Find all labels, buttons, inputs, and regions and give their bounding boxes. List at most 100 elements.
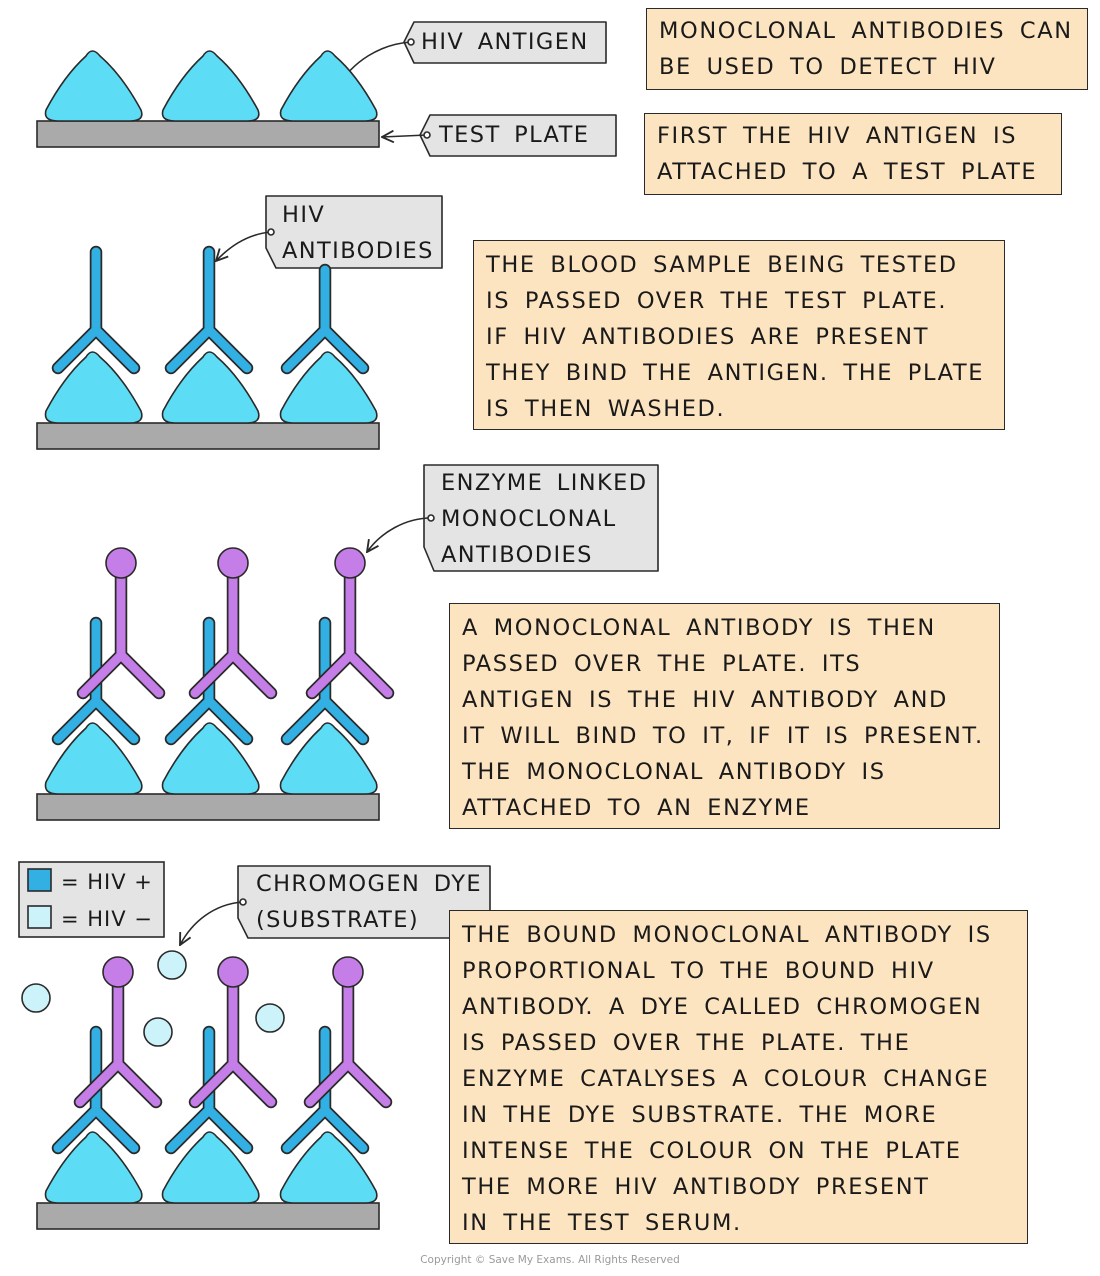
antigen <box>44 722 143 795</box>
enzyme-linked-label: ENZYME LINKED MONOCLONAL ANTIBODIES <box>441 465 648 573</box>
antigen <box>44 351 143 424</box>
antigen <box>279 50 378 122</box>
step-4-line: ANTIBODY. A DYE CALLED CHROMOGEN <box>462 994 983 1020</box>
step-4-line: ENZYME CATALYSES A COLOUR CHANGE <box>462 1066 990 1092</box>
dye-molecule <box>143 1017 173 1047</box>
copyright-notice: Copyright © Save My Exams. All Rights Re… <box>420 1254 680 1266</box>
step-4-line: IN THE DYE SUBSTRATE. THE MORE <box>462 1102 938 1128</box>
dye-molecule <box>157 950 187 980</box>
step-2-line: THEY BIND THE ANTIGEN. THE PLATE <box>486 360 985 386</box>
hiv-antibody <box>164 245 254 375</box>
step-3-line: ATTACHED TO AN ENZYME <box>462 795 811 821</box>
legend-swatch-negative <box>27 905 52 929</box>
enzyme <box>102 956 134 988</box>
monoclonal-antibody <box>305 547 395 700</box>
chromogen-dye-label-line: (SUBSTRATE) <box>256 907 420 933</box>
chromogen-dye-label-line: CHROMOGEN DYE <box>256 871 482 897</box>
enzyme-linked-leader <box>367 517 432 552</box>
step-1-line: ATTACHED TO A TEST PLATE <box>657 159 1038 185</box>
step-2-line: IF HIV ANTIBODIES ARE PRESENT <box>486 324 930 350</box>
chromogen-dye-label: CHROMOGEN DYE (SUBSTRATE) <box>256 866 482 938</box>
legend-positive-label: = HIV + <box>61 870 153 894</box>
enzyme <box>332 956 364 988</box>
enzyme <box>217 547 249 579</box>
hiv-antibody <box>164 616 254 746</box>
antigen <box>279 351 378 424</box>
test-plate <box>36 793 380 821</box>
hiv-antibody <box>164 1025 254 1155</box>
chromogen-dye-leader-dot <box>239 898 247 906</box>
monoclonal-antibody <box>303 956 393 1109</box>
hiv-antibody <box>280 1025 370 1155</box>
step-3-box: A MONOCLONAL ANTIBODY IS THEN PASSED OVE… <box>449 603 1000 829</box>
stage-1-antigen <box>36 50 380 148</box>
antigen <box>161 1131 260 1204</box>
step-4-line: THE BOUND MONOCLONAL ANTIBODY IS <box>462 922 992 948</box>
antigen <box>44 1131 143 1204</box>
chromogen-dye-leader <box>180 901 244 945</box>
dye-molecule <box>255 1003 285 1033</box>
hiv-antigen-leader-dot <box>407 38 415 46</box>
test-plate-leader-dot <box>423 131 431 139</box>
test-plate <box>36 1202 380 1230</box>
enzyme-linked-leader-dot <box>427 514 435 522</box>
legend-negative-label: = HIV − <box>61 907 153 931</box>
test-plate <box>36 422 380 450</box>
monoclonal-antibody <box>73 956 163 1109</box>
step-4-line: PROPORTIONAL TO THE BOUND HIV <box>462 958 935 984</box>
hiv-antigen-tag <box>403 21 607 64</box>
enzyme <box>217 956 249 988</box>
legend-swatch-positive <box>27 868 52 892</box>
step-2-line: THE BLOOD SAMPLE BEING TESTED <box>486 252 958 278</box>
step-4-line: THE MORE HIV ANTIBODY PRESENT <box>462 1174 930 1200</box>
step-2-line: IS PASSED OVER THE TEST PLATE. <box>486 288 948 314</box>
step-3-line: PASSED OVER THE PLATE. ITS <box>462 651 862 677</box>
antigen <box>44 50 143 122</box>
antigen <box>161 50 260 122</box>
step-3-line: THE MONOCLONAL ANTIBODY IS <box>462 759 886 785</box>
test-plate-leader <box>382 135 428 137</box>
step-3-line: A MONOCLONAL ANTIBODY IS THEN <box>462 615 936 641</box>
step-4-line: IN THE TEST SERUM. <box>462 1210 742 1236</box>
test-plate-label: TEST PLATE <box>439 122 590 148</box>
hiv-antibody <box>280 263 370 375</box>
hiv-antibody <box>51 1025 141 1155</box>
dye-molecule <box>21 983 51 1013</box>
hiv-antibodies-label: HIV ANTIBODIES <box>282 197 434 269</box>
test-plate <box>36 120 380 148</box>
step-4-box: THE BOUND MONOCLONAL ANTIBODY IS PROPORT… <box>449 910 1028 1244</box>
step-4-line: IS PASSED OVER THE PLATE. THE <box>462 1030 911 1056</box>
enzyme <box>334 547 366 579</box>
intro-box: MONOCLONAL ANTIBODIES CAN BE USED TO DET… <box>646 8 1088 90</box>
step-3-line: IT WILL BIND TO IT, IF IT IS PRESENT. <box>462 723 984 749</box>
monoclonal-antibody <box>76 547 166 700</box>
monoclonal-antibody <box>188 956 278 1109</box>
antigen <box>161 351 260 424</box>
hiv-antibody <box>51 245 141 375</box>
antigen <box>279 722 378 795</box>
enzyme <box>105 547 137 579</box>
enzyme-linked-label-line: ENZYME LINKED <box>441 470 648 496</box>
step-1-box: FIRST THE HIV ANTIGEN IS ATTACHED TO A T… <box>644 113 1062 195</box>
monoclonal-antibody <box>188 547 278 700</box>
enzyme-linked-label-line: ANTIBODIES <box>441 542 593 568</box>
enzyme-linked-tag <box>423 464 659 572</box>
step-2-box: THE BLOOD SAMPLE BEING TESTED IS PASSED … <box>473 240 1005 430</box>
step-4-line: INTENSE THE COLOUR ON THE PLATE <box>462 1138 962 1164</box>
hiv-antibodies-tag <box>265 195 443 269</box>
intro-line: MONOCLONAL ANTIBODIES CAN <box>659 18 1073 44</box>
step-3-line: ANTIGEN IS THE HIV ANTIBODY AND <box>462 687 948 713</box>
test-plate-tag <box>419 114 617 157</box>
step-2-line: IS THEN WASHED. <box>486 396 726 422</box>
stage-2-hiv-antibodies <box>36 245 380 450</box>
legend: = HIV + = HIV − <box>18 861 165 938</box>
hiv-antibodies-leader <box>216 231 272 261</box>
hiv-antibodies-label-line: HIV <box>282 202 326 228</box>
intro-line: BE USED TO DETECT HIV <box>659 54 997 80</box>
antigen <box>279 1131 378 1204</box>
chromogen-dye-tag <box>237 865 491 939</box>
stage-4-chromogen <box>21 950 393 1230</box>
step-1-line: FIRST THE HIV ANTIGEN IS <box>657 123 1018 149</box>
hiv-antibodies-label-line: ANTIBODIES <box>282 238 434 264</box>
